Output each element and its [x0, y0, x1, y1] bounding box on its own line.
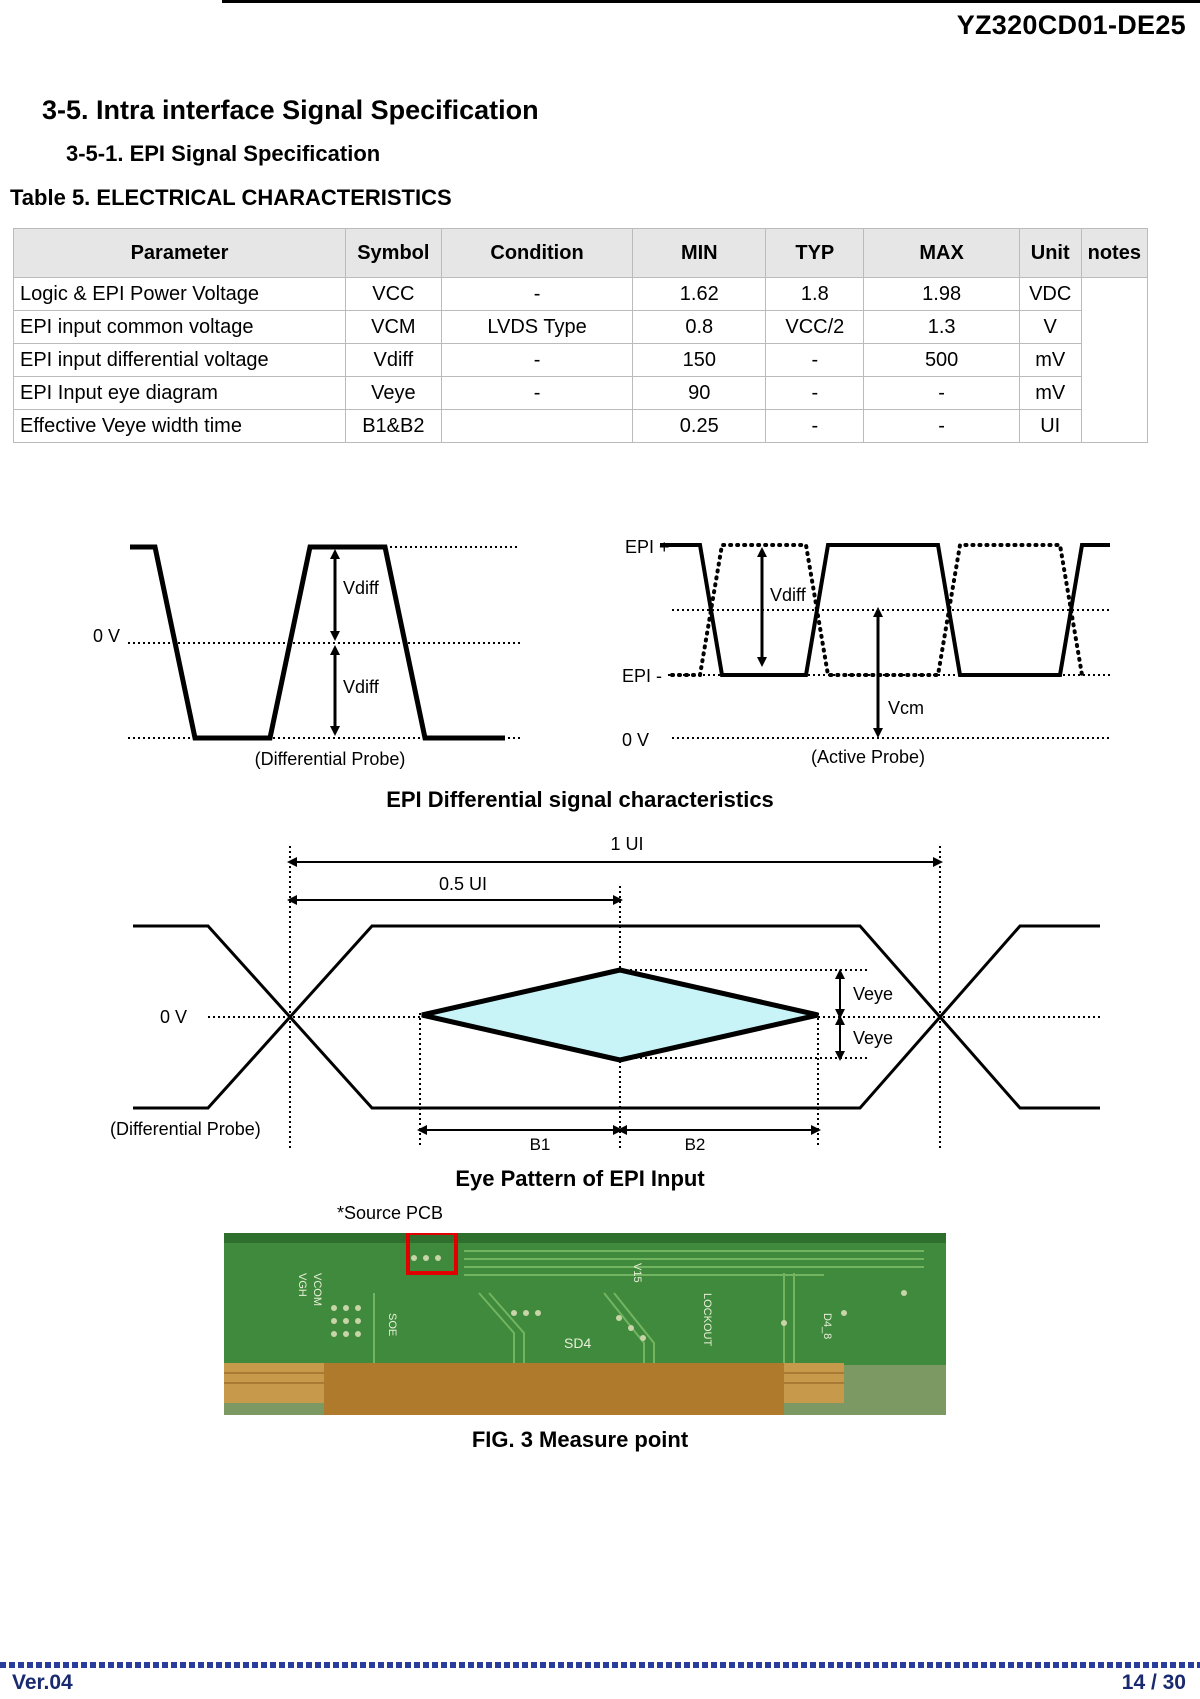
svg-text:SOE: SOE [386, 1313, 398, 1336]
cell-max: 500 [863, 343, 1020, 377]
cell-min: 150 [632, 343, 767, 377]
cell-typ: VCC/2 [765, 310, 865, 344]
svg-text:LOCKOUT: LOCKOUT [701, 1293, 713, 1346]
table-row: Effective Veye width time B1&B2 0.25 - -… [13, 409, 1148, 443]
svg-text:D4_8: D4_8 [821, 1313, 833, 1339]
cell-condition: - [440, 277, 634, 311]
section-title: 3-5. Intra interface Signal Specificatio… [42, 95, 539, 125]
eye-diagram [133, 846, 1100, 1148]
cell-max: - [863, 409, 1020, 443]
measure-point-marker [406, 1233, 458, 1275]
one-ui-label: 1 UI [610, 834, 643, 854]
source-pcb-label: *Source PCB [337, 1203, 444, 1223]
cell-symbol: Vdiff [345, 343, 442, 377]
veye-label: Veye [853, 984, 893, 1004]
cell-condition [440, 409, 634, 443]
table-row: EPI input common voltage VCM LVDS Type 0… [13, 310, 1148, 344]
eye-pattern-figure: 1 UI 0.5 UI 0 V Veye Veye (Differential … [110, 834, 1100, 1191]
cell-notes [1080, 277, 1149, 443]
epi-plus-label: EPI + [625, 537, 670, 557]
figure-caption: FIG. 3 Measure point [471, 1427, 689, 1452]
electrical-characteristics-table: Parameter Symbol Condition MIN TYP MAX U… [13, 228, 1149, 443]
col-header: MAX [863, 228, 1020, 278]
cell-max: 1.3 [863, 310, 1020, 344]
footer-rule [0, 1662, 1200, 1668]
vcm-label: Vcm [888, 698, 924, 718]
svg-text:VGH: VGH [296, 1273, 308, 1297]
cell-unit: UI [1018, 409, 1082, 443]
differential-probe-waveform [128, 544, 520, 741]
cell-typ: - [765, 343, 865, 377]
svg-text:VCOM: VCOM [311, 1273, 323, 1306]
table-caption: Table 5. ELECTRICAL CHARACTERISTICS [10, 185, 452, 210]
figure-caption: Eye Pattern of EPI Input [455, 1166, 705, 1191]
cell-unit: VDC [1018, 277, 1082, 311]
col-header: Parameter [13, 228, 346, 278]
table-row: EPI Input eye diagram Veye - 90 - - mV [13, 376, 1148, 410]
cell-condition: LVDS Type [440, 310, 634, 344]
table-row: Logic & EPI Power Voltage VCC - 1.62 1.8… [13, 277, 1149, 443]
cell-unit: mV [1018, 343, 1082, 377]
col-header: Condition [440, 228, 634, 278]
col-header: MIN [632, 228, 767, 278]
b1-label: B1 [530, 1135, 551, 1154]
cell-min: 0.8 [632, 310, 767, 344]
document-id: YZ320CD01-DE25 [956, 10, 1186, 40]
cell-typ: - [765, 376, 865, 410]
zero-volt-label: 0 V [160, 1007, 187, 1027]
zero-volt-label: 0 V [93, 626, 120, 646]
cell-parameter: EPI input differential voltage [13, 343, 346, 377]
cell-min: 0.25 [632, 409, 767, 443]
cell-parameter: Effective Veye width time [13, 409, 346, 443]
cell-max: - [863, 376, 1020, 410]
cell-typ: - [765, 409, 865, 443]
col-header: Symbol [345, 228, 442, 278]
svg-text:SD4: SD4 [564, 1335, 591, 1351]
cell-min: 1.62 [632, 277, 767, 311]
epi-differential-figure: 0 V Vdiff Vdiff (Differential Probe) EPI… [93, 537, 1110, 812]
veye-label: Veye [853, 1028, 893, 1048]
cell-unit: mV [1018, 376, 1082, 410]
cell-max: 1.98 [863, 277, 1020, 311]
b2-label: B2 [685, 1135, 706, 1154]
cell-symbol: Veye [345, 376, 442, 410]
page-number: 14 / 30 [1121, 1671, 1186, 1694]
cell-min: 90 [632, 376, 767, 410]
cell-parameter: EPI Input eye diagram [13, 376, 346, 410]
probe-label: (Active Probe) [811, 747, 925, 767]
col-header: notes [1080, 228, 1149, 278]
cell-condition: - [440, 343, 634, 377]
figure-caption: EPI Differential signal characteristics [386, 787, 774, 812]
cell-unit: V [1018, 310, 1082, 344]
table-header-row: Parameter Symbol Condition MIN TYP MAX U… [13, 228, 1149, 278]
probe-label: (Differential Probe) [255, 749, 406, 769]
cell-condition: - [440, 376, 634, 410]
cell-typ: 1.8 [765, 277, 865, 311]
half-ui-label: 0.5 UI [439, 874, 487, 894]
vdiff-label: Vdiff [343, 677, 380, 697]
col-header: Unit [1018, 228, 1082, 278]
cell-parameter: Logic & EPI Power Voltage [13, 277, 346, 311]
zero-volt-label: 0 V [622, 730, 649, 750]
subsection-title: 3-5-1. EPI Signal Specification [66, 141, 381, 166]
svg-text:V15: V15 [631, 1263, 643, 1283]
version-label: Ver.04 [12, 1671, 73, 1694]
epi-minus-label: EPI - [622, 666, 662, 686]
cell-symbol: VCC [345, 277, 442, 311]
active-probe-waveform [660, 543, 1110, 739]
vdiff-label: Vdiff [343, 578, 380, 598]
vdiff-label: Vdiff [770, 585, 807, 605]
header-rule [222, 0, 1200, 3]
col-header: TYP [765, 228, 865, 278]
table-row: EPI input differential voltage Vdiff - 1… [13, 343, 1148, 377]
source-pcb-photo: VCOM VGH SOE V15 LOCKOUT D4_8 SD4 [224, 1233, 946, 1415]
probe-label: (Differential Probe) [110, 1119, 261, 1139]
cell-symbol: VCM [345, 310, 442, 344]
cell-parameter: EPI input common voltage [13, 310, 346, 344]
cell-symbol: B1&B2 [345, 409, 442, 443]
